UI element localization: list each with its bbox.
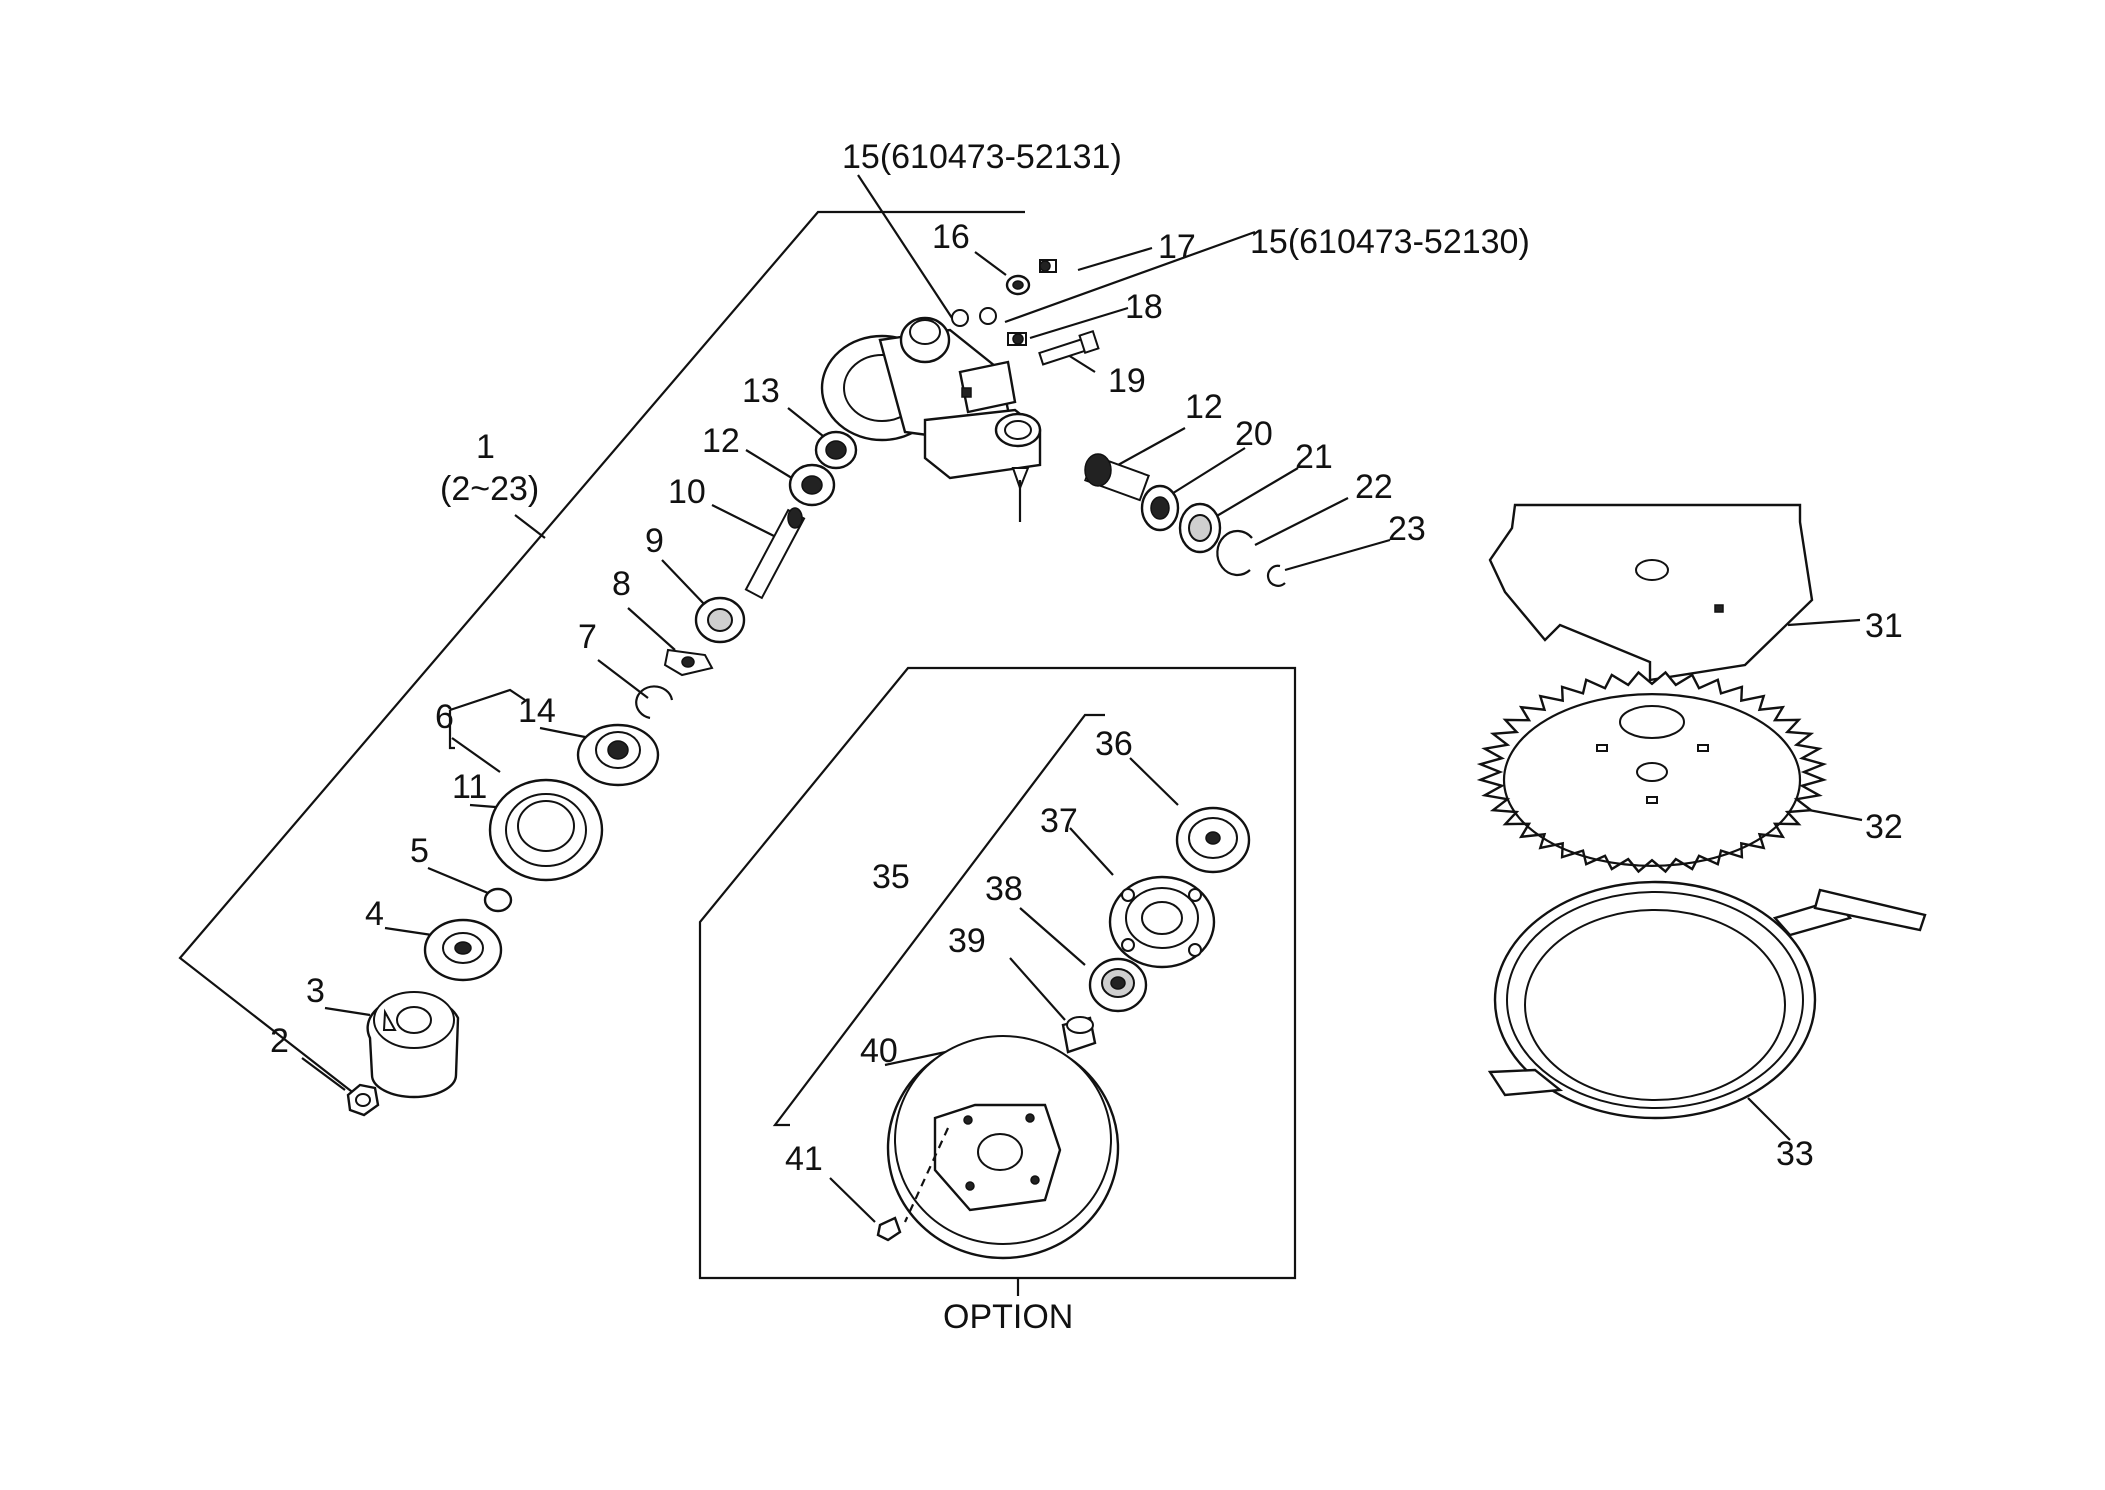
fasteners-top <box>951 259 1100 366</box>
label-20: 20 <box>1235 415 1273 453</box>
label-18: 18 <box>1125 288 1163 326</box>
label-22: 22 <box>1355 468 1393 506</box>
label-17: 17 <box>1158 228 1196 266</box>
label-7: 7 <box>578 618 597 656</box>
label-11: 11 <box>452 768 487 806</box>
label-35: 35 <box>872 858 910 896</box>
label-5: 5 <box>410 832 429 870</box>
label-38: 38 <box>985 870 1023 908</box>
assembly-bracket-1 <box>178 210 1025 1099</box>
blade-31 <box>1488 503 1814 682</box>
label-36: 36 <box>1095 725 1133 763</box>
label-10: 10 <box>668 473 706 511</box>
gear-case <box>820 316 1042 522</box>
saw-blade-edge <box>1502 693 1802 867</box>
label-31: 31 <box>1865 607 1903 645</box>
label-23: 23 <box>1388 510 1426 548</box>
label-21: 21 <box>1295 438 1333 476</box>
label-9: 9 <box>645 522 664 560</box>
label-12a: 12 <box>702 422 740 460</box>
blade-32 <box>1476 670 1828 874</box>
label-15b: 15(610473-52130) <box>1250 223 1530 261</box>
label-41: 41 <box>785 1140 823 1178</box>
label-3: 3 <box>306 972 325 1010</box>
input-shaft-stack <box>346 430 858 1117</box>
label-6: 6 <box>435 698 454 736</box>
label-32: 32 <box>1865 808 1903 846</box>
label-13: 13 <box>742 372 780 410</box>
label-12b: 12 <box>1185 388 1223 426</box>
label-14: 14 <box>518 692 556 730</box>
option-box <box>698 666 1297 1296</box>
output-shaft-group <box>1084 453 1286 587</box>
label-15a: 15(610473-52131) <box>842 138 1122 176</box>
saw-blade-slot <box>1697 744 1709 752</box>
label-1: 1 <box>476 428 495 466</box>
label-1-range: (2~23) <box>440 470 539 508</box>
label-19: 19 <box>1108 362 1146 400</box>
saw-blade-slot <box>1596 744 1608 752</box>
part-labels: 15(610473-52131) 15(610473-52130) 16 17 … <box>270 138 1903 1336</box>
option-label: OPTION <box>943 1298 1073 1336</box>
guard-33 <box>1487 880 1927 1120</box>
label-4: 4 <box>365 895 384 933</box>
saw-blade-center-hole <box>1636 762 1668 782</box>
label-16: 16 <box>932 218 970 256</box>
saw-blade-hub <box>1619 705 1685 739</box>
label-39: 39 <box>948 922 986 960</box>
label-33: 33 <box>1776 1135 1814 1173</box>
saw-blade-slot <box>1646 796 1658 804</box>
option-parts <box>876 806 1251 1260</box>
label-2: 2 <box>270 1022 289 1060</box>
label-8: 8 <box>612 565 631 603</box>
label-40: 40 <box>860 1032 898 1070</box>
label-37: 37 <box>1040 802 1078 840</box>
